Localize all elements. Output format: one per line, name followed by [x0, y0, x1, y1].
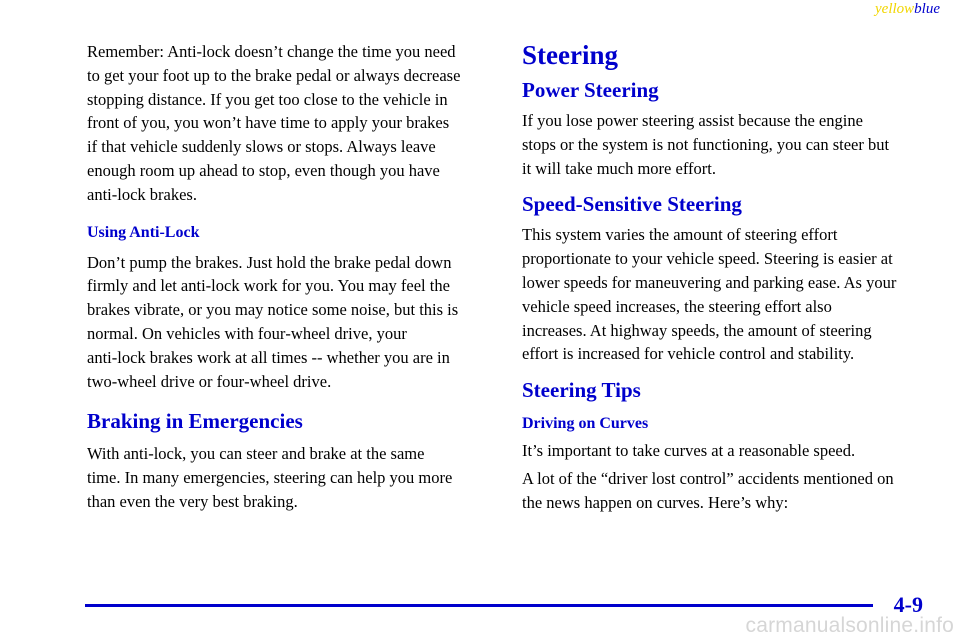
power-steering-paragraph: If you lose power steering assist becaus… — [522, 111, 890, 178]
braking-in-emergencies-heading: Braking in Emergencies — [87, 409, 303, 434]
driving-on-curves-heading: Driving on Curves — [522, 415, 649, 433]
speed-sensitive-steering-paragraph: This system varies the amount of steerin… — [522, 225, 897, 364]
antilock-reminder-paragraph: Remember: Anti‑lock doesn’t change the t… — [87, 42, 461, 204]
braking-in-emergencies-paragraph: With anti‑lock, you can steer and brake … — [87, 444, 453, 511]
using-antilock-heading: Using Anti‑Lock — [87, 223, 200, 241]
tag-yellow: yellow — [875, 1, 915, 17]
curves-paragraph-2: A lot of the “driver lost control” accid… — [522, 468, 894, 512]
page-number: 4‑9 — [893, 592, 923, 617]
using-antilock-paragraph: Don’t pump the brakes. Just hold the bra… — [87, 252, 459, 391]
steering-heading: Steering — [522, 40, 618, 70]
right-column: Steering Power Steering If you lose powe… — [522, 40, 934, 515]
steering-tips-heading: Steering Tips — [522, 378, 641, 403]
color-tags: yellowblue — [875, 0, 940, 18]
power-steering-heading: Power Steering — [522, 78, 659, 102]
curves-paragraph-1: It’s important to take curves at a reaso… — [522, 441, 856, 461]
watermark: carmanualsonline.info — [745, 614, 954, 637]
footer-rule — [85, 604, 873, 607]
tag-blue: blue — [914, 1, 940, 17]
left-column: Remember: Anti‑lock doesn’t change the t… — [87, 40, 497, 514]
speed-sensitive-steering-heading: Speed‑Sensitive Steering — [522, 192, 742, 217]
